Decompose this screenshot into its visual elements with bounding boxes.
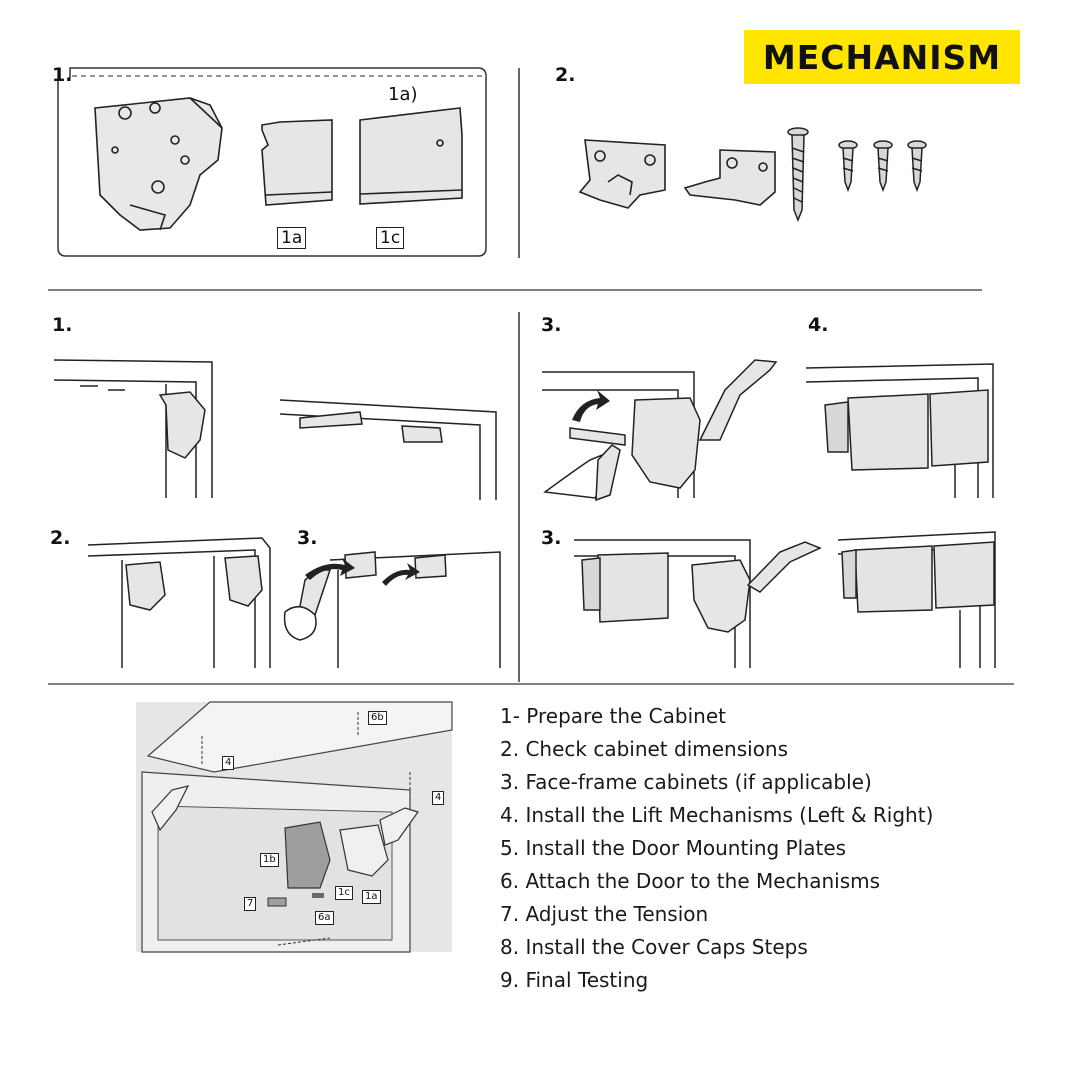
- tag-6a: 6a: [315, 911, 334, 925]
- exploded-view-drawing: [136, 701, 453, 953]
- hardware-section-number: 2.: [555, 64, 576, 86]
- mounting-plate-right: [683, 149, 776, 206]
- cabinet-right-step3-top: [542, 359, 778, 502]
- rotate-arrow-icon: [572, 390, 610, 422]
- tag-1b: 1b: [260, 853, 279, 867]
- install-step-1-label: 1.: [52, 314, 73, 336]
- tag-4-left: 4: [222, 756, 235, 770]
- install-step-3-bottom-label: 3.: [541, 527, 562, 549]
- tag-7: 7: [244, 897, 257, 911]
- list-item: 4. Install the Lift Mechanisms (Left & R…: [500, 803, 934, 827]
- list-item: 8. Install the Cover Caps Steps: [500, 935, 808, 959]
- short-screws: [838, 140, 927, 193]
- tag-1c: 1c: [376, 227, 405, 249]
- tag-1a: 1a: [277, 227, 307, 249]
- long-screw: [787, 127, 809, 223]
- install-step-4-label: 4.: [808, 314, 829, 336]
- tag-6b: 6b: [368, 711, 387, 725]
- mounting-plate-left: [578, 139, 666, 209]
- installation-steps-list: 1- Prepare the Cabinet 2. Check cabinet …: [500, 700, 1060, 997]
- page-title: MECHANISM: [762, 37, 1002, 77]
- parts-section-number: 1.: [52, 64, 73, 86]
- list-item: 2. Check cabinet dimensions: [500, 737, 789, 761]
- list-item: 7. Adjust the Tension: [500, 902, 709, 926]
- cabinet-right-final: [837, 531, 996, 668]
- tag-1c-exploded: 1c: [335, 886, 353, 900]
- install-step-3-left-label: 3.: [297, 527, 318, 549]
- install-step-2-label: 2.: [50, 527, 71, 549]
- cabinet-step3-left: [283, 551, 501, 668]
- cabinet-step2: [87, 537, 271, 668]
- cover-cap-1a-drawing: [261, 119, 333, 206]
- list-item: 1- Prepare the Cabinet: [500, 704, 726, 728]
- list-item: 6. Attach the Door to the Mechanisms: [500, 869, 881, 893]
- install-step-3-right-label: 3.: [541, 314, 562, 336]
- mechanism-part-drawing: [94, 97, 223, 231]
- tag-4-right: 4: [432, 791, 445, 805]
- cabinet-step1-left: [53, 359, 213, 498]
- cabinet-right-step3-bottom: [574, 539, 822, 668]
- cabinet-step1-right: [279, 399, 497, 500]
- list-item: 5. Install the Door Mounting Plates: [500, 836, 847, 860]
- callout-1a-label: 1a): [388, 84, 418, 105]
- list-item: 3. Face-frame cabinets (if applicable): [500, 770, 872, 794]
- list-item: 9. Final Testing: [500, 968, 649, 992]
- mechanism-title-badge: MECHANISM: [744, 30, 1020, 84]
- parts-box-outline: [57, 67, 487, 257]
- cover-cap-1c-drawing: [359, 107, 463, 205]
- arrow-icon: [305, 558, 420, 586]
- tag-1a-exploded: 1a: [362, 890, 381, 904]
- cabinet-right-step4: [805, 363, 994, 498]
